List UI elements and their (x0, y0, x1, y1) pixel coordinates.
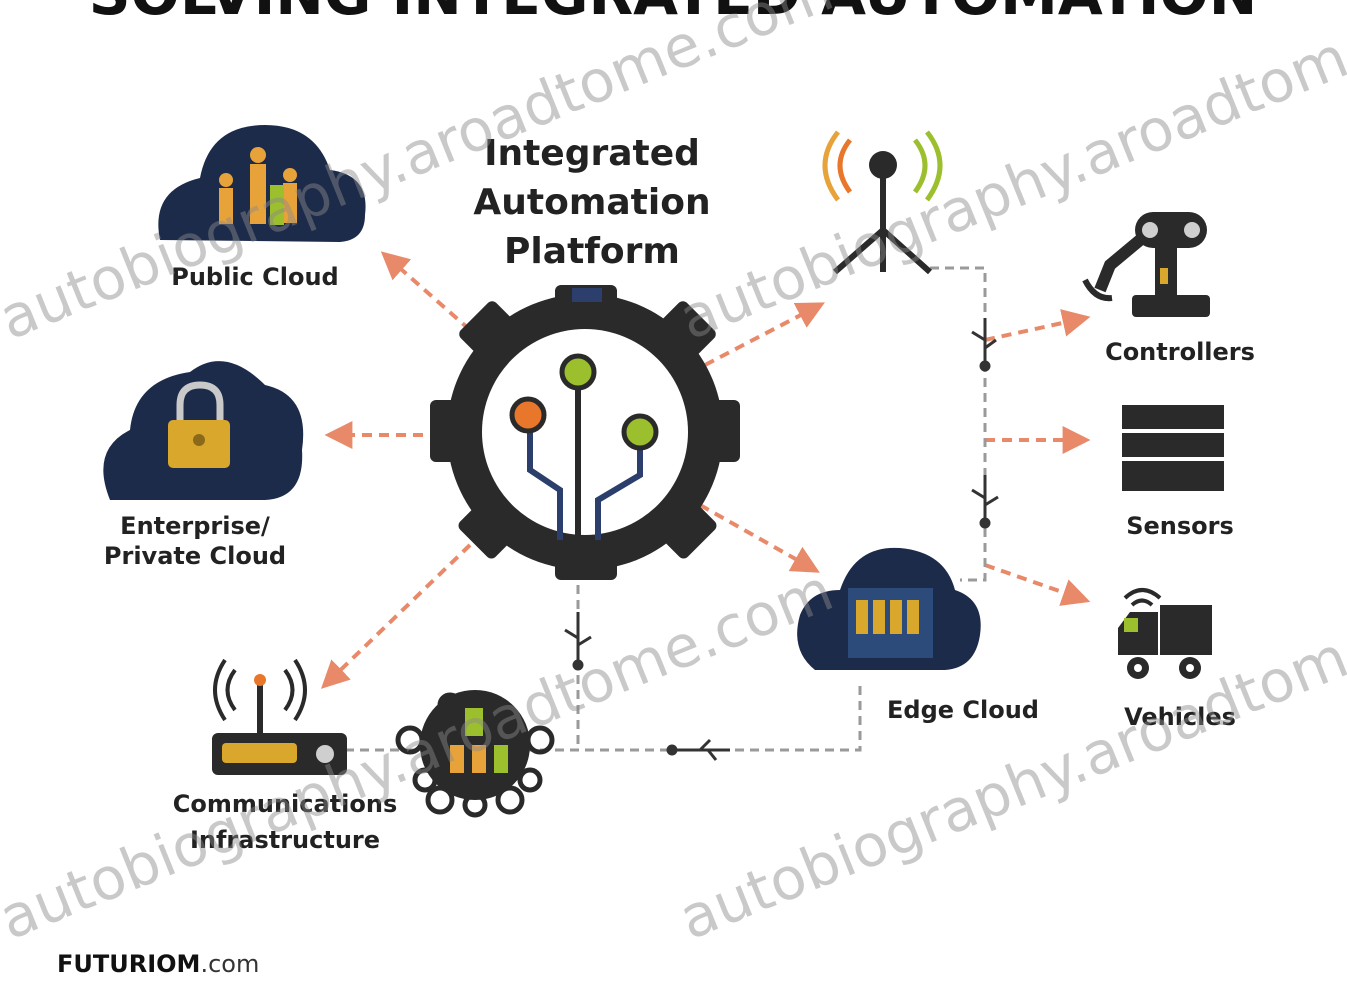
connectors (320, 251, 1091, 689)
network-hub-icon (395, 690, 555, 818)
center-label: Integrated Automation Platform (473, 133, 710, 272)
communications-label-line-2: Infrastructure (190, 826, 380, 854)
antenna-icon (822, 130, 943, 275)
vehicles-label: Vehicles (1124, 703, 1236, 731)
arrow-to-antenna (704, 302, 825, 367)
controllers-label: Controllers (1105, 338, 1255, 366)
gear-icon (430, 285, 740, 580)
arrow-to-vehicles (984, 563, 1091, 606)
truck-icon (1118, 588, 1212, 679)
arrow-to-public-cloud (380, 251, 472, 332)
private-cloud-icon (103, 361, 304, 500)
usb-icon (564, 612, 592, 671)
edge-cloud-icon (797, 547, 981, 670)
center-label-line-3: Platform (504, 231, 680, 272)
usb-icon (666, 738, 730, 761)
usb-icon (971, 318, 997, 372)
communications-label-line-1: Communications (173, 790, 398, 818)
private-cloud-label-line-1: Enterprise/ (120, 512, 270, 540)
center-label-line-2: Automation (473, 182, 710, 223)
center-label-line-1: Integrated (484, 133, 700, 174)
sensors-label: Sensors (1126, 512, 1234, 540)
usb-icon (971, 475, 999, 529)
server-stack-icon (1122, 405, 1224, 491)
brand-main: FUTURIOM (57, 950, 200, 978)
public-cloud-icon (158, 125, 366, 242)
public-cloud-label: Public Cloud (171, 263, 338, 291)
arrow-to-communications (320, 543, 472, 689)
robot-arm-icon (1082, 212, 1210, 317)
brand-suffix: .com (200, 950, 259, 978)
diagram-title: SOLVING INTEGRATED AUTOMATION (89, 0, 1258, 28)
edge-cloud-label: Edge Cloud (887, 696, 1039, 724)
private-cloud-label-line-2: Private Cloud (104, 542, 286, 570)
arrow-to-edge-cloud (699, 503, 820, 573)
arrow-to-controllers (984, 309, 1091, 342)
watermark-text: autobiography.aroadtome.com (670, 0, 1347, 353)
brand-logo: FUTURIOM.com (57, 950, 259, 978)
router-icon (212, 658, 347, 775)
